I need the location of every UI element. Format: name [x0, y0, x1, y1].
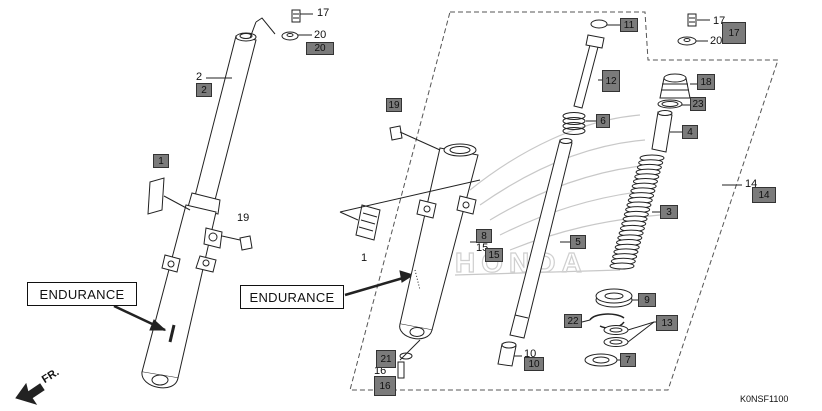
endurance-arrow-right	[344, 274, 411, 297]
fork-spring	[609, 154, 665, 270]
callout-15: 15	[485, 248, 503, 262]
endurance-label-left: ENDURANCE	[27, 282, 137, 306]
callout-11: 11	[620, 18, 638, 32]
label-17-right: 17	[713, 15, 726, 27]
callout-10: 10	[524, 357, 544, 371]
label-10: 10	[524, 348, 537, 360]
label-14: 14	[745, 178, 758, 190]
label-20-right: 20	[710, 35, 723, 47]
callout-13: 13	[656, 315, 678, 331]
callout-21: 21	[376, 350, 396, 368]
label-20-left: 20	[314, 29, 327, 41]
seal-group	[581, 288, 656, 367]
callout-19: 19	[386, 98, 402, 112]
oil-lock-piece	[497, 341, 522, 367]
callout-1: 1	[153, 154, 169, 168]
diagram-code: K0NSF1100	[740, 394, 789, 404]
fork-cap-group	[651, 13, 710, 153]
callout-9: 9	[638, 293, 656, 307]
callout-2: 2	[196, 83, 212, 97]
callout-16: 16	[374, 376, 396, 396]
right-fork-slider	[339, 125, 481, 379]
label-1: 1	[361, 252, 368, 264]
callout-12: 12	[602, 70, 620, 92]
callout-7: 7	[620, 353, 636, 367]
callout-17: 17	[722, 22, 746, 44]
inner-tube	[509, 138, 573, 339]
svg-text:HONDA: HONDA	[455, 247, 588, 278]
label-17-left: 17	[317, 7, 330, 19]
damper-rod	[573, 19, 620, 109]
endurance-arrowhead-left	[149, 319, 167, 331]
callout-14: 14	[752, 187, 776, 203]
callout-18: 18	[697, 74, 715, 90]
callout-3: 3	[660, 205, 678, 219]
callout-20-left: 20	[306, 42, 334, 55]
label-19-left: 19	[237, 212, 250, 224]
callout-6: 6	[596, 114, 610, 128]
assembly-boundary	[349, 11, 779, 391]
rebound-spring	[562, 112, 596, 135]
endurance-label-right: ENDURANCE	[240, 285, 344, 309]
label-2: 2	[196, 71, 203, 83]
label-15: 15	[476, 242, 489, 254]
endurance-arrowhead-right	[399, 270, 415, 283]
front-direction-arrow-icon	[15, 382, 45, 405]
callout-22: 22	[564, 314, 582, 328]
callout-8: 8	[476, 229, 492, 243]
label-16: 16	[374, 365, 387, 377]
left-fork-assembly	[141, 9, 313, 389]
callout-23: 23	[690, 97, 706, 111]
callout-4: 4	[682, 125, 698, 139]
callout-5: 5	[570, 235, 586, 249]
